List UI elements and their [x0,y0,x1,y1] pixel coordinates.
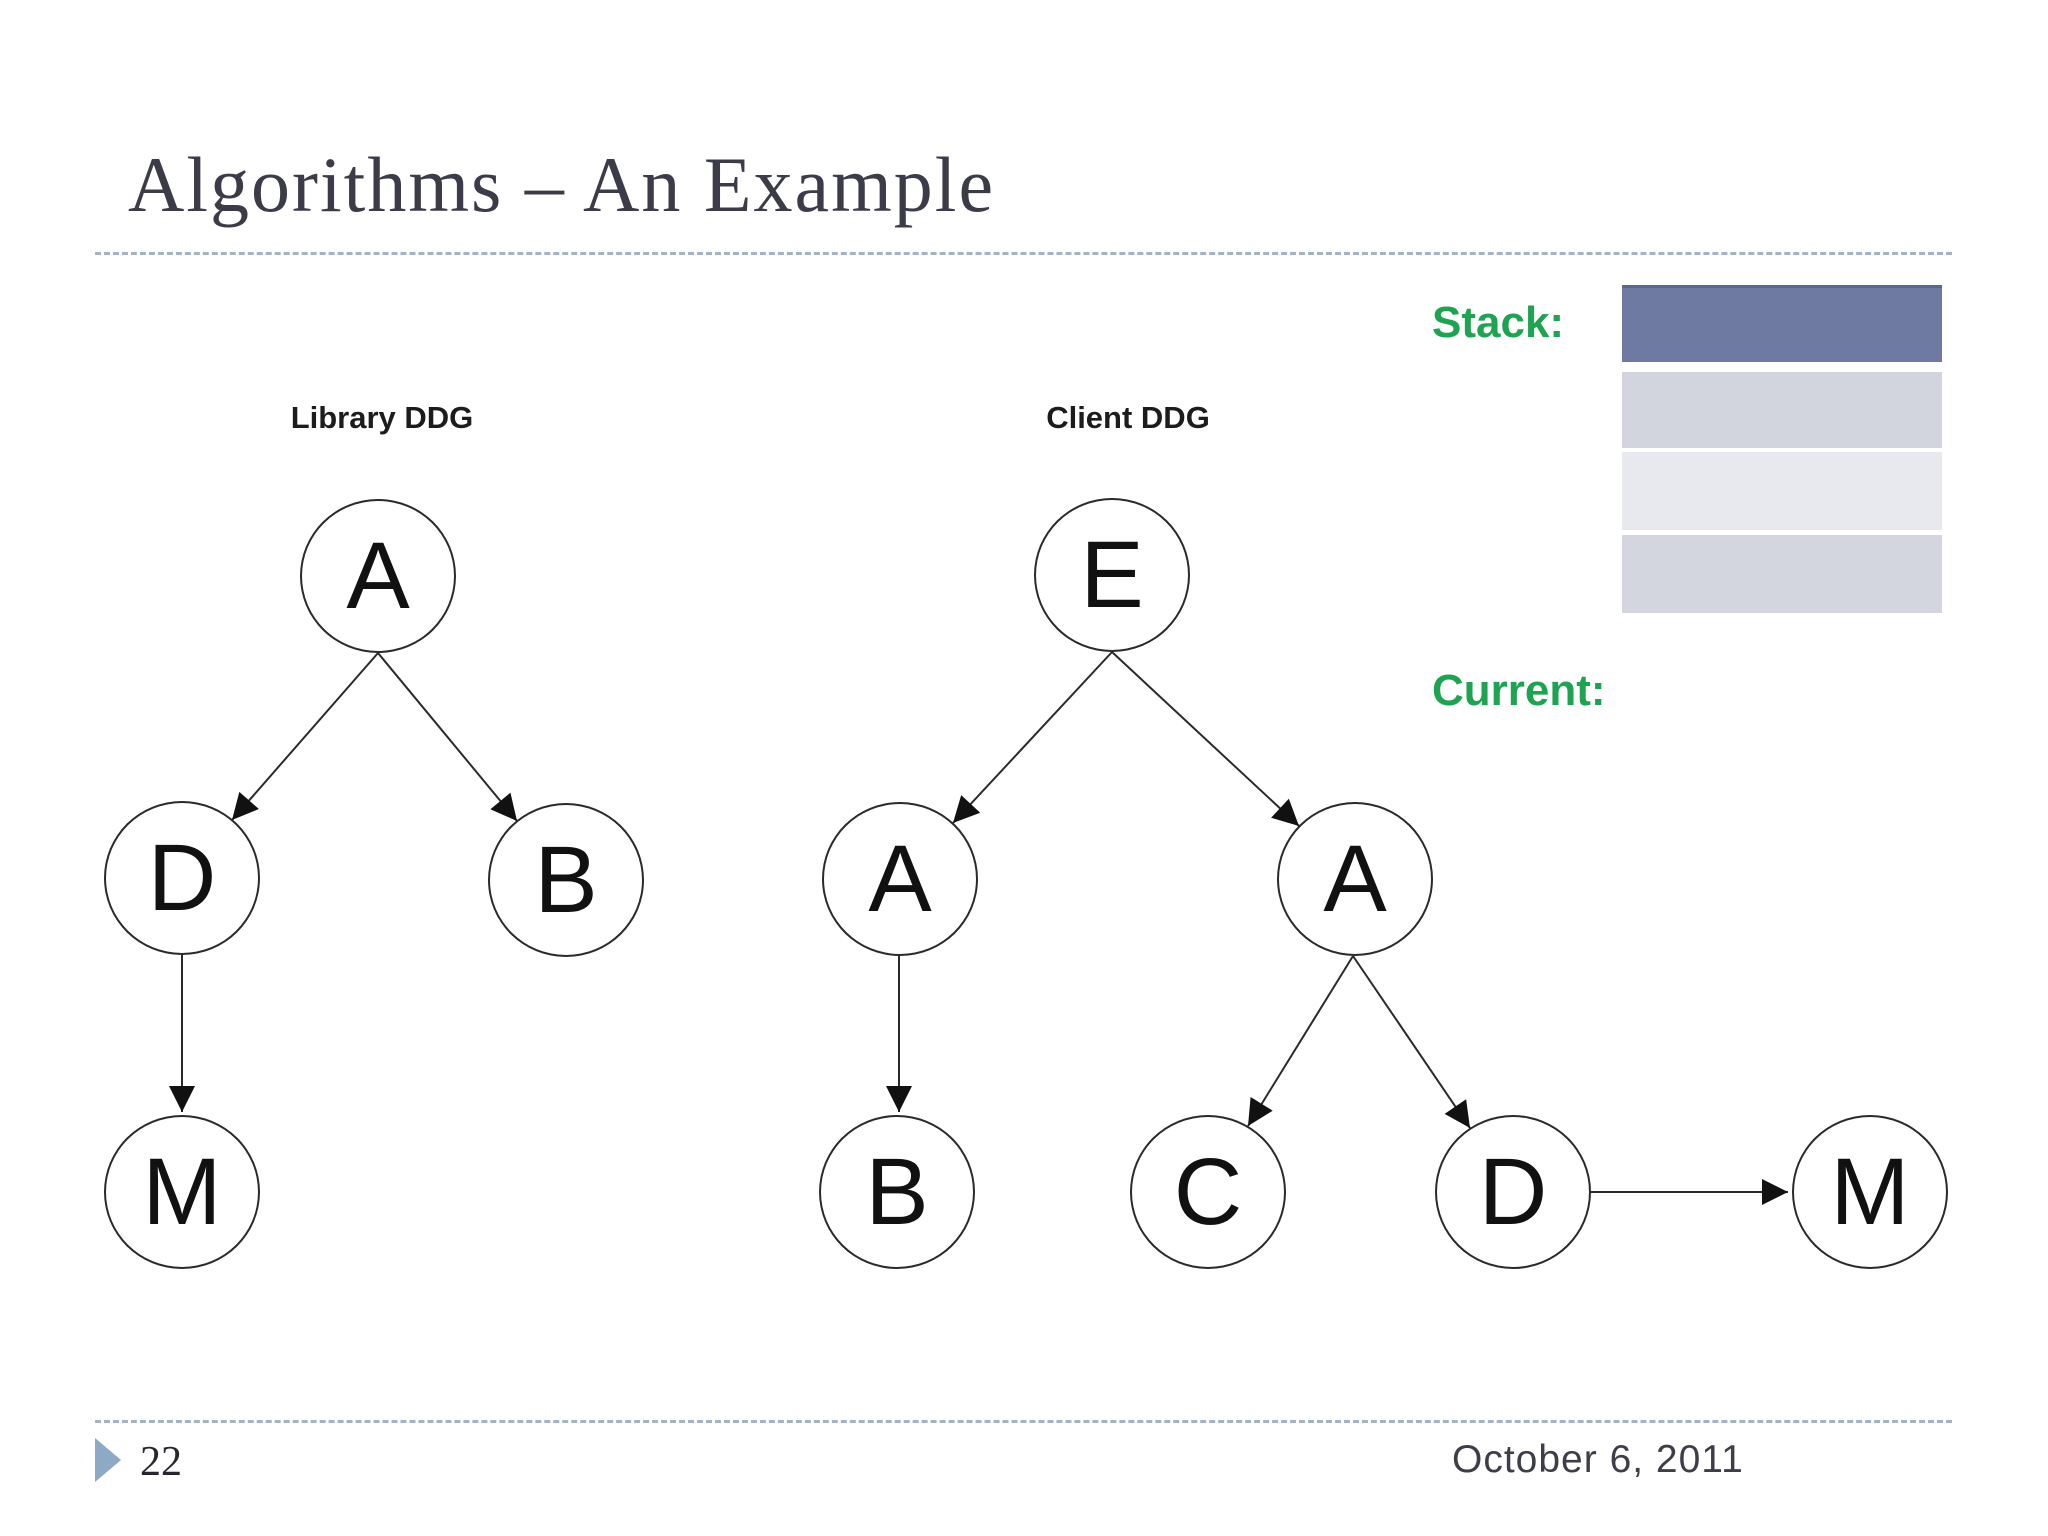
client-node-e: E [1034,498,1190,652]
edge-library-a-to-b [377,652,518,822]
title-divider-line [95,252,1952,255]
client-node-b: B [819,1115,975,1269]
edge-client-a2-to-d [1352,955,1471,1129]
footer-date: October 6, 2011 [1452,1438,1744,1481]
library-node-m: M [104,1115,260,1269]
footer-divider-line [95,1420,1952,1423]
slide-title: Algorithms – An Example [128,141,996,228]
stack-slot-1-active [1622,285,1942,362]
edge-client-e-to-a2 [1111,651,1300,827]
client-node-a2: A [1277,802,1433,956]
current-label: Current: [1432,666,1606,715]
edge-client-e-to-a1 [952,651,1113,824]
page-number: 22 [140,1439,182,1485]
edge-client-a2-to-c [1247,955,1354,1127]
stack-label: Stack: [1432,298,1565,347]
footer-triangle-icon [95,1438,121,1482]
stack-slot-4 [1622,535,1942,613]
client-node-m: M [1792,1115,1948,1269]
client-ddg-label: Client DDG [1046,400,1210,435]
library-node-b: B [488,803,644,957]
client-node-c: C [1130,1115,1286,1269]
stack-slot-2 [1622,372,1942,448]
edge-library-a-to-d [231,652,379,821]
library-node-d: D [104,801,260,955]
client-node-d: D [1435,1115,1591,1269]
stack-slot-3 [1622,452,1942,530]
client-node-a1: A [822,802,978,956]
library-ddg-label: Library DDG [290,400,474,435]
library-node-a: A [300,499,456,653]
